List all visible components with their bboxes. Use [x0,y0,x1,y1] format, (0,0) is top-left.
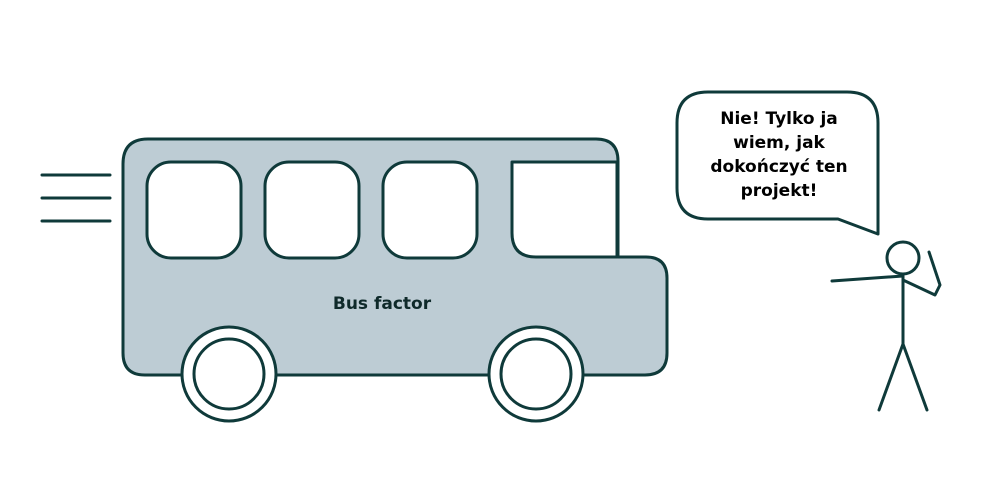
bus-icon: Bus factor [121,137,669,423]
stick-figure-icon [830,240,942,412]
speech-line-1: Nie! Tylko ja [720,109,838,129]
wheel-icon [487,325,585,423]
speed-lines-icon [40,173,112,223]
figure-left-arm [830,274,905,283]
bus-window-3 [381,160,479,260]
figure-head [885,240,921,276]
speech-line-2: wiem, jak [733,133,825,153]
speech-bubble-icon: Nie! Tylko ja wiem, jak dokończyć ten pr… [675,90,880,236]
figure-right-leg [901,342,929,412]
bus-windshield [510,160,619,259]
bus-label: Bus factor [333,294,432,314]
bus-window-1 [145,160,243,260]
figure-right-arm [901,250,942,297]
figure-left-leg [877,342,905,412]
speech-line-3: dokończyć ten [710,157,847,177]
bus-window-2 [263,160,361,260]
wheel-icon [180,325,278,423]
speech-bubble-shape [675,90,880,236]
speech-line-4: projekt! [741,181,818,201]
